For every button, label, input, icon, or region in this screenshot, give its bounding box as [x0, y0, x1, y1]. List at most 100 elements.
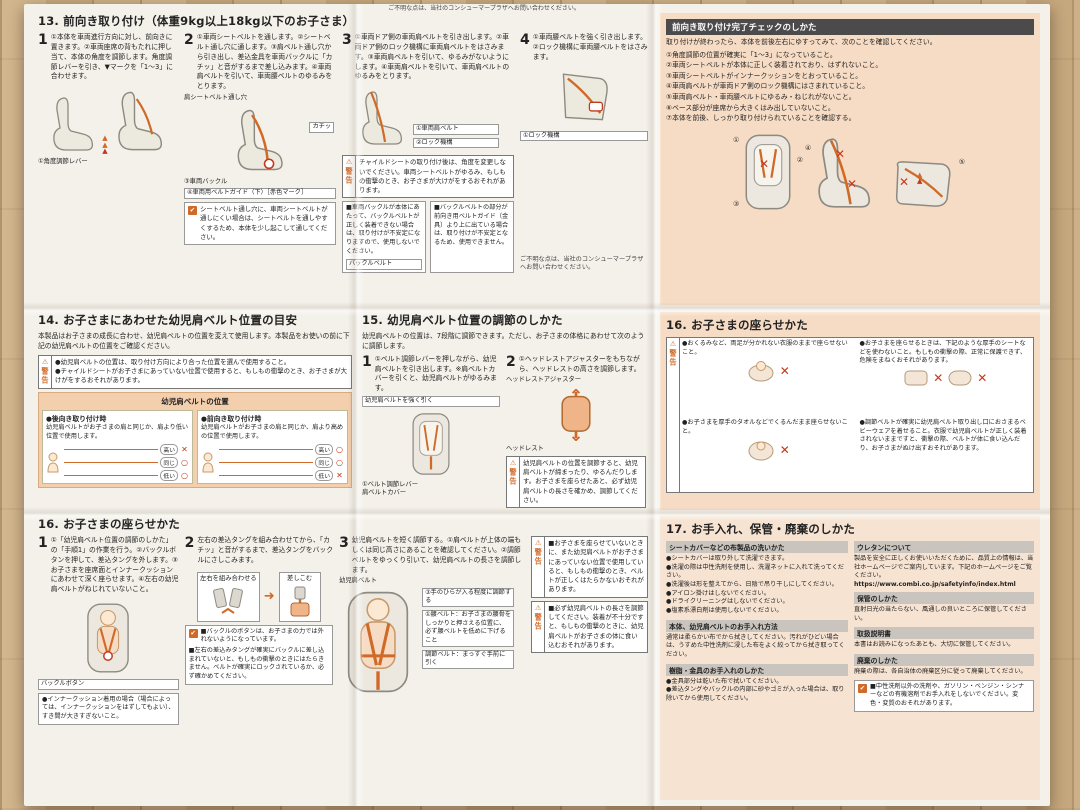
note-text: ■バックルベルトの部分が前向き用ベルトガイド（金具）より上に出ている場合は、取り…	[434, 204, 509, 247]
disposal-header: 廃棄のしかた	[854, 654, 1034, 667]
warning-triangle-icon: ⚠	[535, 603, 542, 612]
headrest-adjuster-caption: ヘッドレストアジャスター	[506, 376, 581, 384]
step-2: 2 左右の差込タングを組み合わせてから、「カチッ」と音がするまで、差込タングをバ…	[185, 536, 334, 566]
section-17-columns: シートカバーなどの布製品の洗いかた ●シートカバーは取り外して洗濯できます。 ●…	[666, 541, 1034, 712]
section-13-columns: 1 ①本体を車両進行方向に対し、前向きに置きます。②車両座席の背もたれに押し当て…	[38, 33, 648, 274]
check-item: ⑦本体を前後、しっかり取り付けられていることを確認する。	[666, 114, 856, 123]
step-1-column: 1 ①ベルト調節レバーを押しながら、幼児肩ベルトを引き出します。※肩ベルトカバー…	[362, 355, 500, 508]
figure-number: ⑤	[958, 157, 965, 166]
step-4-column: 4 ①車両腰ベルトを強く引き出します。②ロック機構に車両腰ベルトをはさみます。 …	[520, 33, 648, 273]
triangle-icon: ▲	[917, 170, 923, 179]
insert-caption: 差しこむ	[287, 574, 313, 582]
belt-slot-caption: 肩シートベルト通し穴	[184, 94, 247, 102]
section-16-title: 16. お子さまの座らせかた	[666, 318, 808, 332]
contact-note-top: ご不明な点は、当社のコンシューマープラザへお問い合わせください。	[388, 5, 580, 12]
section-16-columns: 1 ①「幼児肩ベルト位置の調節のしかた」の「手順1」の作業を行う。②バックルボタ…	[38, 536, 648, 725]
step-text: ①ヘッドレストアジャスターをもちながら、ヘッドレストの高さを調節します。	[518, 354, 641, 373]
step-text: ①車両腰ベルトを強く引き出します。②ロック機構に車両腰ベルトをはさみます。	[532, 33, 648, 61]
figure-number: ④	[805, 143, 812, 152]
check-list: ①角度調節の位置が確実に「1〜3」になっていること。 ②車両シートベルトが本体に…	[666, 50, 1034, 124]
warning-text: ■必ず幼児肩ベルトの長さを調節してください。装着が不十分ですと、もしもの衝撃のと…	[548, 603, 644, 649]
check-item: ③車両シートベルトがインナークッションをとおっていること。	[666, 71, 863, 80]
belt-guide-caption: ④車両用ベルトガイド（下）［赤色マーク］	[184, 188, 336, 200]
card-text: 幼児肩ベルトがお子さまの肩と同じか、肩より低い位置で使用します。	[46, 424, 189, 440]
care-item: ●アイロン掛けはしないでください。	[666, 589, 770, 597]
check-item: ⑤車両肩ベルト・車両腰ベルトにゆるみ・ねじれがないこと。	[666, 92, 856, 101]
rear-facing-card: ●後向き取り付け時 幼児肩ベルトがお子さまの肩と同じか、肩より低い位置で使用しま…	[42, 410, 193, 485]
x-mark-icon: ✕	[899, 174, 910, 189]
pull-belt-caption: 幼児肩ベルトを強く引く	[362, 396, 500, 407]
judgement-mark-icon: ○	[336, 458, 343, 468]
warning-label: ⚠ 警告	[532, 537, 546, 597]
combine-caption: 左右を組み合わせる	[200, 574, 257, 582]
warning-triangle-icon: ⚠	[509, 458, 517, 467]
step-1: 1 ①「幼児肩ベルト位置の調節のしかた」の「手順1」の作業を行う。②バックルボタ…	[38, 536, 179, 595]
lap-belt-illustration	[520, 69, 648, 127]
warning-label: ⚠ 警告	[532, 601, 546, 653]
section-16-title: 16. お子さまの座らせかた	[38, 517, 180, 531]
belt-line	[64, 462, 159, 464]
step-2: 2 ①ヘッドレストアジャスターをもちながら、ヘッドレストの高さを調節します。	[506, 355, 646, 375]
step-3-column: 3 幼児肩ベルトを短く調節する。①肩ベルトが上体の端もしくは同じ高さにあることを…	[339, 536, 525, 725]
warning-label-text: 警告	[509, 467, 518, 487]
buckle-belt-caption: バックルベルト	[346, 259, 422, 271]
triangle-icon: ▲	[102, 134, 108, 143]
belt-level-row: 同じ○	[219, 457, 344, 469]
belt-line	[219, 475, 314, 477]
wrapped-towel-icon	[748, 441, 774, 461]
car-seat-front-icon	[412, 412, 450, 475]
care-text: 通常は柔らかい布でから拭きしてください。汚れがひどい場合は、うすめた中性洗剤に浸…	[666, 633, 845, 659]
warning-text: ■お子さまを座らせていないときに、また幼児肩ベルトがお子さまにあっていない位置で…	[548, 539, 644, 594]
warning-line: ●幼児肩ベルトの位置は、取り付け方向により合った位置を選んで使用すること。	[55, 357, 291, 366]
care-item: ●金具部分は乾いた布で拭いてください。	[666, 677, 783, 685]
judgement-mark-icon: ○	[181, 458, 188, 468]
body-belt-care-header: 本体、幼児肩ベルトのお手入れ方法	[666, 619, 848, 632]
warnings-column: ⚠ 警告 ■お子さまを座らせていないときに、また幼児肩ベルトがお子さまにあってい…	[531, 536, 648, 725]
step-1: 1 ①ベルト調節レバーを押しながら、幼児肩ベルトを引き出します。※肩ベルトカバー…	[362, 355, 500, 394]
x-mark-icon: ✕	[759, 156, 770, 171]
car-seat-corner-icon	[562, 72, 608, 120]
belt-length-warning: ⚠ 警告 幼児肩ベルトの位置を調節すると、幼児肩ベルトが締まったり、ゆるんだりし…	[506, 455, 646, 509]
check-icon: ✔	[858, 683, 867, 693]
step-3: 3 ①車両ドア側の車両肩ベルトを引き出します。②車両ドア側のロック機構に車両肩ベ…	[342, 33, 514, 82]
step-2: 2 ①車両シートベルトを通します。②シートベルト通し穴に通します。③肩ベルト通し…	[184, 33, 336, 92]
belt-line	[219, 449, 314, 451]
warning-text: 幼児肩ベルトの位置を調節すると、幼児肩ベルトが締まったり、ゆるんだりします。お子…	[523, 458, 638, 504]
step-number: 2	[506, 353, 516, 370]
hardware-care-header: 樹脂・金具のお手入れのしかた	[666, 663, 848, 676]
check-icon: ✔	[188, 628, 198, 638]
warning-label-text: 警告	[534, 548, 544, 567]
check-intro: 取り付けが終わったら、本体を前後左右にゆすってみて、次のことを確認してください。	[666, 38, 937, 46]
section-14-panel: 14. お子さまにあわせた幼児肩ベルト位置の目安 本製品はお子さまの成長に合わせ…	[38, 312, 352, 510]
belt-line	[219, 462, 314, 464]
shoulder-belt-illustration: ①車両肩ベルト ②ロック機構	[342, 88, 514, 149]
lock-mechanism-caption: ①ロック機構	[520, 130, 648, 142]
child-figure-icon	[202, 452, 214, 473]
check-figure-front: ① ② ③ ✕	[733, 132, 803, 216]
disposal-text: 廃棄の際は、各自治体の廃棄区分に従って廃棄してください。	[854, 668, 1027, 676]
warning-item: ●おくるみなど、両足が分かれない衣服のままで座らせないこと。 ✕	[682, 340, 854, 416]
section-15-title: 15. 幼児肩ベルト位置の調節のしかた	[362, 313, 563, 327]
lap-belt-caption: ①腰ベルト：お子さまの腰骨をしっかりと押さえる位置に、必ず腰ベルトを低めに下げる…	[422, 609, 515, 647]
lock-mechanism-caption: ②ロック機構	[413, 137, 499, 149]
belt-position-box: 幼児肩ベルトの位置 ●後向き取り付け時 幼児肩ベルトがお子さまの肩と同じか、肩よ…	[38, 392, 352, 489]
step-text: ①車両ドア側の車両肩ベルトを引き出します。②車両ドア側のロック機構に車両肩ベルト…	[354, 33, 510, 81]
buckle-notes-row: ■車両バックルが本体にあたって、バックルベルトが正しく装着できない場合は、取り付…	[342, 201, 514, 274]
tongues-icon	[213, 587, 244, 614]
click-sound-caption: カチッ	[309, 122, 334, 133]
step-number: 3	[342, 32, 352, 48]
palm-width-caption: ③手のひらが入る程度に調節する	[422, 587, 515, 607]
seat-child-top-illustration	[38, 601, 179, 675]
car-seat-base-icon	[895, 160, 951, 207]
check-item: ①角度調節の位置が確実に「1〜3」になっていること。	[666, 50, 837, 59]
manual-header: 取扱説明書	[854, 627, 1034, 640]
care-item: ●差込タングやバックルの内部に砂やゴミが入った場合は、取り除いてから使用してくだ…	[666, 686, 845, 703]
belt-line	[64, 449, 159, 451]
check-illustrations: ① ② ③ ✕ ④ ✕ ✕ ⑤ ▲	[666, 132, 1034, 216]
belt-position-warning: ⚠ 警告 ●幼児肩ベルトの位置は、取り付け方向により合った位置を選んで使用するこ…	[38, 354, 352, 390]
warning-label: ⚠ 警告	[39, 355, 52, 389]
forward-facing-card: ●前向き取り付け時 幼児肩ベルトがお子さまの肩と同じか、肩より高めの位置で使用し…	[197, 410, 348, 485]
warning-items-grid: ●おくるみなど、両足が分かれない衣服のままで座らせないこと。 ✕ ●お子さまを座…	[680, 338, 1033, 492]
step-3-column: 3 ①車両ドア側の車両肩ベルトを引き出します。②車両ドア側のロック機構に車両肩ベ…	[342, 33, 514, 274]
check-item: ②車両シートベルトが本体に正しく装着されており、はずれないこと。	[666, 61, 883, 70]
